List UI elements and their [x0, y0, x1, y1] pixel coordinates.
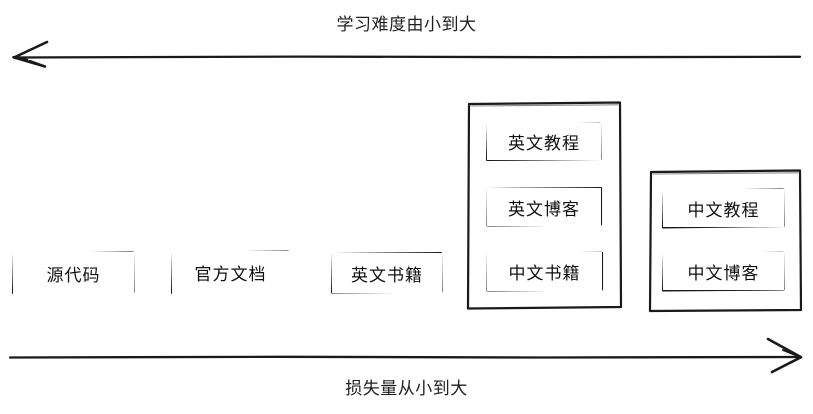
node-label: 中文博客	[687, 263, 760, 283]
node-label: 中文教程	[687, 200, 760, 220]
node-english-tutorial[interactable]: 英文教程	[487, 123, 601, 160]
node-chinese-blog[interactable]: 中文博客	[663, 252, 784, 290]
node-label: 源代码	[46, 265, 101, 285]
node-chinese-books[interactable]: 中文书籍	[487, 252, 602, 291]
group-outline-right	[648, 169, 803, 313]
node-chinese-tutorial[interactable]: 中文教程	[663, 189, 784, 227]
node-source-code[interactable]: 源代码	[13, 252, 134, 294]
bottom-axis-line	[8, 355, 802, 359]
bottom-axis-label: 损失量从小到大	[345, 379, 468, 398]
node-official-docs[interactable]: 官方文档	[172, 251, 289, 294]
node-english-books[interactable]: 英文书籍	[332, 253, 442, 293]
node-label: 英文书籍	[351, 265, 423, 285]
node-label: 官方文档	[194, 265, 267, 284]
node-label: 中文书籍	[508, 264, 581, 283]
node-label: 英文教程	[508, 134, 580, 153]
arrow-left-icon	[12, 40, 49, 68]
top-axis-label: 学习难度由小到大	[336, 15, 477, 34]
node-label: 英文博客	[508, 199, 580, 219]
arrow-right-icon	[766, 337, 803, 374]
top-axis-line	[12, 55, 802, 59]
node-english-blog[interactable]: 英文博客	[487, 188, 601, 226]
group-outline-middle	[466, 101, 623, 310]
